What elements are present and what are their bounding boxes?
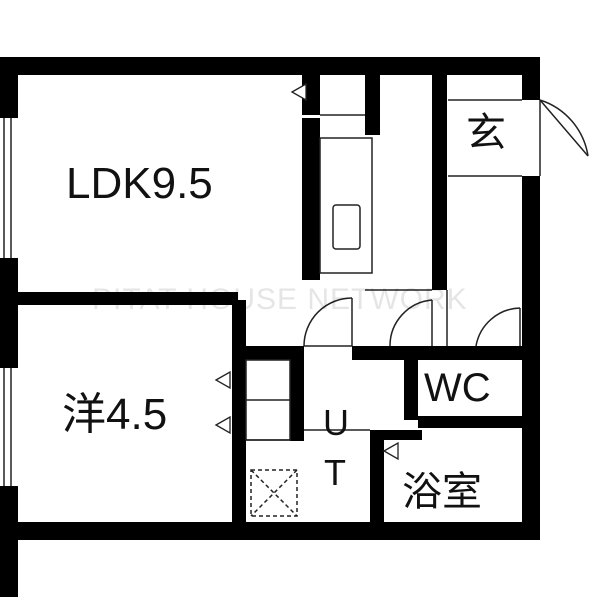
label-utility-u: U [323, 402, 349, 443]
appliance-marks [214, 82, 399, 461]
door-wc [475, 307, 521, 347]
interior-walls [18, 75, 522, 522]
label-ldk: LDK9.5 [66, 159, 213, 208]
label-bath: 浴室 [402, 469, 482, 515]
label-entrance: 玄 [466, 110, 506, 156]
entrance-door [520, 99, 589, 176]
door-ldk [303, 297, 353, 347]
label-utility-t: T [324, 452, 346, 493]
thin-lines [245, 99, 522, 441]
watermark: PITAT HOUSE NETWORK [92, 283, 468, 316]
door-corridor [389, 299, 433, 347]
window-left-lower [0, 368, 18, 486]
label-western: 洋4.5 [62, 390, 168, 439]
label-wc: WC [424, 366, 491, 410]
washer-pan [250, 469, 298, 517]
window-left-upper [0, 118, 18, 258]
